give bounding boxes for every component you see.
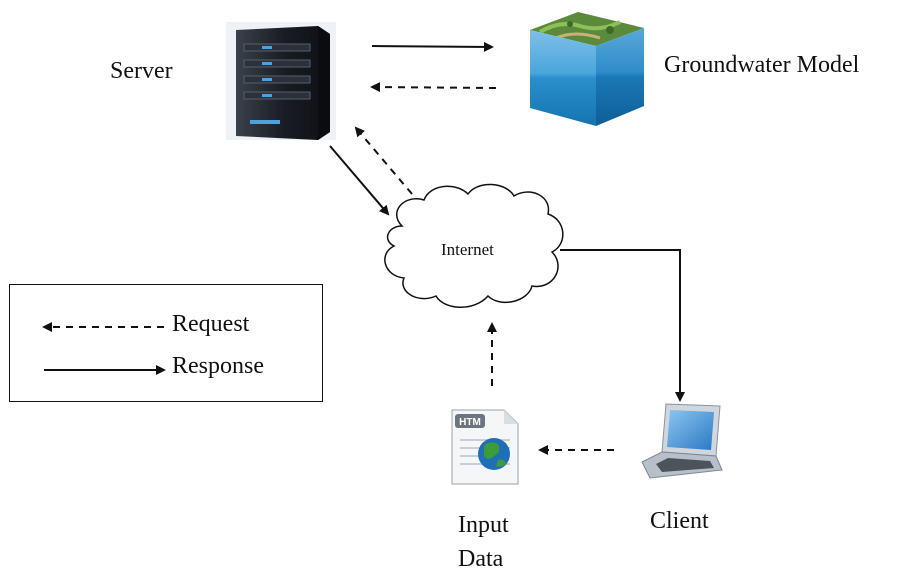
groundwater-model-label: Groundwater Model [664,52,860,78]
client-label: Client [650,508,709,534]
legend-response-label: Response [172,353,264,379]
response-arrow-internet-to-client [560,249,685,402]
input-data-line-1: Input [458,512,509,538]
response-arrow-server-to-model [371,41,494,52]
response-arrow-server-to-internet [329,145,390,216]
internet-label: Internet [441,240,494,259]
input-data-line-2: Data [458,546,504,572]
internet-cloud-icon [384,183,564,308]
input-data-label: Input Data [458,508,509,576]
server-label: Server [110,58,173,84]
file-badge-text: HTM [459,417,481,428]
legend-request-label: Request [172,311,250,337]
laptop-icon [641,403,723,479]
server-icon [226,22,336,140]
request-arrow-internet-to-server [354,126,413,195]
request-arrow-model-to-server [370,82,497,93]
htm-file-icon: HTM [451,409,519,485]
groundwater-model-icon [530,12,644,126]
legend-box [9,284,323,402]
